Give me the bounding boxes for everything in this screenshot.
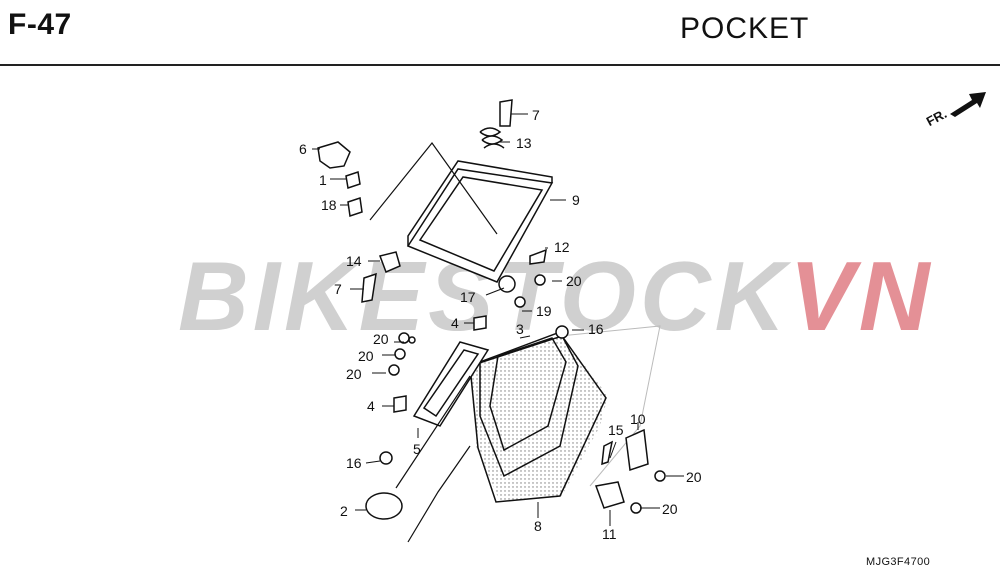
callout-10: 10 [630,411,646,427]
section-code: F-47 [8,8,72,41]
callout-6: 6 [299,141,307,157]
front-direction-indicator: FR. [922,84,988,130]
callout-12: 12 [554,239,570,255]
callout-8: 8 [534,518,542,534]
callout-13: 13 [516,135,532,151]
callout-11: 11 [602,526,617,542]
callout-20-right-lower: 20 [662,501,678,517]
callout-7-left: 7 [334,281,342,297]
callout-2: 2 [340,503,348,519]
callout-19: 19 [536,303,552,319]
callout-20-b: 20 [358,348,374,364]
callout-15: 15 [608,422,624,438]
knob-part [317,141,351,169]
pocket-lid [406,160,554,283]
arrow-icon [950,92,986,117]
callout-4-upper: 4 [451,315,459,331]
diagram-code: MJG3F4700 [866,556,931,568]
latch-part [625,428,649,472]
callout-20-a: 20 [373,331,389,347]
header-divider [0,64,1000,66]
callout-4-lower: 4 [367,398,375,414]
callout-1: 1 [319,172,327,188]
callout-20-right-upper: 20 [686,469,702,485]
callout-9: 9 [572,192,580,208]
callout-16-right: 16 [588,321,604,337]
callout-14: 14 [346,253,362,269]
callout-5: 5 [413,441,421,457]
callout-3: 3 [516,321,524,337]
callout-7-top: 7 [532,107,540,123]
callout-20-upper: 20 [566,273,582,289]
tray-part [412,341,490,427]
watermark-text-accent: VN [789,241,934,351]
exploded-parts-diagram [312,99,684,543]
watermark: BIKESTOCKVN [178,240,934,353]
callout-17: 17 [460,289,476,305]
callout-20-c: 20 [346,366,362,382]
callout-16-left: 16 [346,455,362,471]
section-title: POCKET [680,12,810,45]
cap-part [365,492,403,520]
callout-18: 18 [321,197,337,213]
